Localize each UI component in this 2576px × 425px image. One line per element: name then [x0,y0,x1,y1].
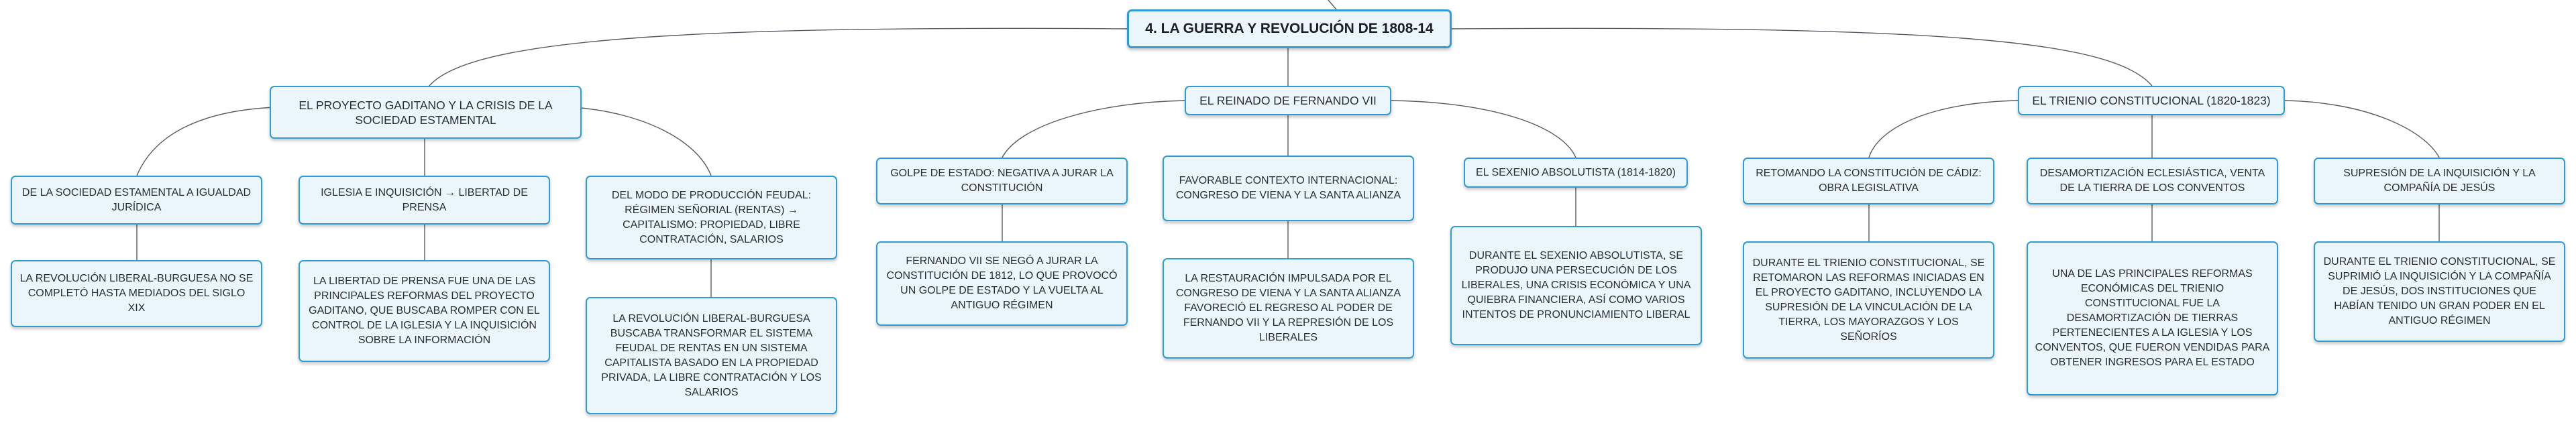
topic-constitucion-cadiz[interactable]: RETOMANDO LA CONSTITUCIÓN DE CÁDIZ: OBRA… [1743,158,1994,204]
root-title[interactable]: 4. LA GUERRA Y REVOLUCIÓN DE 1808-14 [1127,9,1452,48]
topic-iglesia-inquisicion[interactable]: IGLESIA E INQUISICIÓN → LIBERTAD DE PREN… [299,176,550,225]
detail-restauracion[interactable]: LA RESTAURACIÓN IMPULSADA POR EL CONGRES… [1163,258,1414,359]
detail-reformas-retomadas[interactable]: DURANTE EL TRIENIO CONSTITUCIONAL, SE RE… [1743,241,1994,359]
connector-b1-t1 [136,107,276,176]
connector-b2-t3 [1389,100,1576,158]
topic-modo-produccion[interactable]: DEL MODO DE PRODUCCIÓN FEUDAL: RÉGIMEN S… [586,176,837,259]
connector-b3-t3 [2284,100,2440,158]
topic-golpe-de-estado[interactable]: GOLPE DE ESTADO: NEGATIVA A JURAR LA CON… [876,158,1128,204]
connector-root-top [1328,0,1337,10]
detail-persecucion-liberales[interactable]: DURANTE EL SEXENIO ABSOLUTISTA, SE PRODU… [1450,226,1702,345]
detail-revolucion-incompleta[interactable]: LA REVOLUCIÓN LIBERAL-BURGUESA NO SE COM… [11,260,262,327]
connector-b3-t1 [1868,100,2020,158]
detail-vuelta-antiguo-regimen[interactable]: FERNANDO VII SE NEGÓ A JURAR LA CONSTITU… [876,241,1128,326]
detail-instituciones-suprimidas[interactable]: DURANTE EL TRIENIO CONSTITUCIONAL, SE SU… [2314,241,2565,342]
connector-root-branch-3 [1450,27,2153,86]
topic-supresion-inquisicion[interactable]: SUPRESIÓN DE LA INQUISICIÓN Y LA COMPAÑÍ… [2314,158,2565,204]
detail-sistema-capitalista[interactable]: LA REVOLUCIÓN LIBERAL-BURGUESA BUSCABA T… [586,297,837,414]
branch-reinado-fernando-vii[interactable]: EL REINADO DE FERNANDO VII [1185,86,1391,115]
topic-sexenio-absolutista[interactable]: EL SEXENIO ABSOLUTISTA (1814-1820) [1464,158,1688,188]
detail-venta-tierras[interactable]: UNA DE LAS PRINCIPALES REFORMAS ECONÓMIC… [2027,241,2278,396]
topic-desamortizacion[interactable]: DESAMORTIZACIÓN ECLESIÁSTICA, VENTA DE L… [2027,158,2278,204]
topic-contexto-internacional[interactable]: FAVORABLE CONTEXTO INTERNACIONAL: CONGRE… [1163,156,1414,221]
branch-proyecto-gaditano[interactable]: EL PROYECTO GADITANO Y LA CRISIS DE LA S… [270,86,582,139]
topic-sociedad-estamental[interactable]: DE LA SOCIEDAD ESTAMENTAL A IGUALDAD JUR… [11,176,262,225]
detail-libertad-prensa[interactable]: LA LIBERTAD DE PRENSA FUE UNA DE LAS PRI… [299,260,550,362]
connector-b1-t3 [573,107,712,176]
connector-root-branch-1 [429,27,1128,86]
connector-b2-t1 [1002,100,1187,158]
branch-trienio-constitucional[interactable]: EL TRIENIO CONSTITUCIONAL (1820-1823) [2018,86,2285,115]
